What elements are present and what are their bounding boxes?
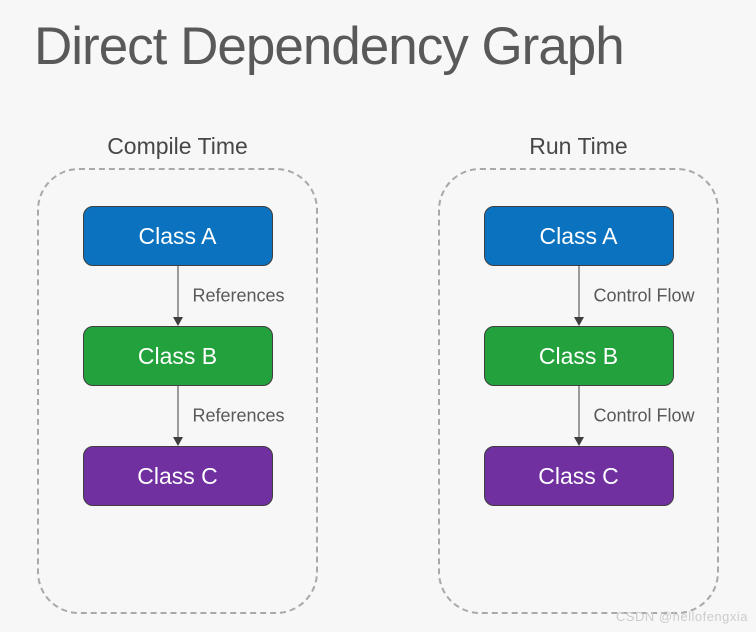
arrow-line bbox=[177, 266, 178, 318]
arrow-line bbox=[177, 386, 178, 438]
edge-label: Control Flow bbox=[593, 285, 695, 306]
edge-b-to-c: Control Flow bbox=[484, 386, 695, 446]
arrow-down-icon bbox=[573, 317, 584, 326]
run-time-container: Class A Control Flow Class B Control Flo… bbox=[438, 168, 719, 614]
node-class-b: Class B bbox=[82, 326, 273, 386]
edge-label: References bbox=[192, 405, 285, 426]
watermark: CSDN @hellofengxia bbox=[615, 609, 748, 624]
panels-row: Compile Time Class A References Class B … bbox=[37, 132, 719, 614]
arrow-line bbox=[578, 386, 579, 438]
panel-heading-compile-time: Compile Time bbox=[107, 133, 248, 159]
arrow-down-icon bbox=[172, 437, 183, 446]
arrow-line bbox=[578, 266, 579, 318]
arrow-down-icon bbox=[172, 317, 183, 326]
node-class-c: Class C bbox=[82, 446, 273, 506]
panel-run-time: Run Time Class A Control Flow Class B Co… bbox=[438, 132, 719, 614]
panel-heading-run-time: Run Time bbox=[529, 133, 628, 159]
edge-a-to-b: Control Flow bbox=[484, 266, 695, 326]
edge-b-to-c: References bbox=[83, 386, 285, 446]
node-class-a: Class A bbox=[82, 206, 273, 266]
node-class-b: Class B bbox=[483, 326, 674, 386]
node-class-c: Class C bbox=[483, 446, 674, 506]
edge-label: Control Flow bbox=[593, 405, 695, 426]
edge-a-to-b: References bbox=[83, 266, 285, 326]
arrow-down-icon bbox=[573, 437, 584, 446]
compile-time-container: Class A References Class B References Cl… bbox=[37, 168, 318, 614]
page-title: Direct Dependency Graph bbox=[34, 17, 625, 76]
node-class-a: Class A bbox=[483, 206, 674, 266]
panel-compile-time: Compile Time Class A References Class B … bbox=[37, 132, 318, 614]
edge-label: References bbox=[192, 285, 285, 306]
